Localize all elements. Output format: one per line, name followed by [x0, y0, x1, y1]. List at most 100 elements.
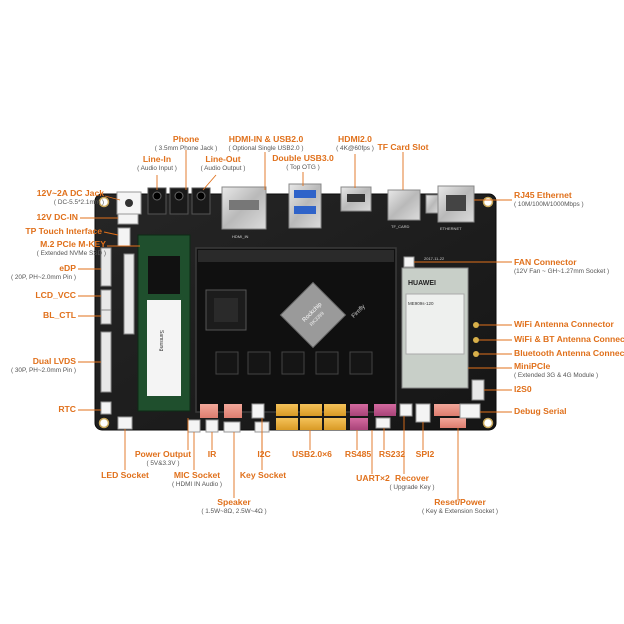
- i2s0-header: [471, 379, 485, 401]
- rs485-socket: [350, 404, 368, 416]
- label-debug: Debug Serial: [514, 406, 614, 417]
- minipcie-shield: [405, 293, 465, 355]
- i2c-socket: [251, 403, 265, 419]
- led-socket: [117, 416, 133, 430]
- bl-ctl-jumper: [100, 309, 112, 325]
- label-usb2-title: USB2.0×6: [292, 449, 332, 459]
- label-minipcie: MiniPCIe ( Extended 3G & 4G Module ): [514, 361, 622, 379]
- rtc-socket: [100, 401, 112, 415]
- label-hdmi2-title: HDMI2.0: [338, 134, 372, 144]
- label-fan-title: FAN Connector: [514, 257, 577, 267]
- dual-lvds-header: [100, 331, 112, 393]
- usb2-socket-2: [300, 404, 322, 416]
- line-out-hole: [196, 191, 206, 201]
- label-hdmi2-sub: ( 4K@60fps ): [336, 144, 374, 152]
- label-fan-sub: (12V Fan ~ GH~1.27mm Socket ): [514, 267, 610, 275]
- usb2-socket-1: [276, 404, 298, 416]
- tp-touch-header: [117, 227, 131, 247]
- label-dc-jack-sub: ( DC-5.5*2.1mm ): [53, 198, 104, 206]
- leader-tp-touch: [103, 231, 119, 236]
- label-uart-title: UART×2: [356, 473, 390, 483]
- ir-socket: [205, 419, 219, 433]
- phone-hole: [174, 191, 184, 201]
- label-dc-jack-title: 12V~2A DC Jack: [36, 188, 104, 198]
- label-led: LED Socket: [92, 470, 158, 481]
- label-power-output-sub: ( 5V&3.3V ): [146, 459, 180, 467]
- edp-header: [100, 247, 112, 287]
- label-led-title: LED Socket: [101, 470, 149, 480]
- label-tf-card: TF Card Slot: [372, 142, 434, 153]
- line-out-jack: [191, 187, 211, 215]
- bt-antenna-connector: [473, 351, 479, 357]
- ssd-brand-text: Samsung: [158, 330, 164, 351]
- label-key: Key Socket: [234, 470, 292, 481]
- pmic-inner: [214, 298, 238, 322]
- label-rj45-sub: ( 10M/100M/1000Mbps ): [514, 200, 584, 208]
- label-bl-ctl-title: BL_CTL: [43, 310, 76, 320]
- label-recover-sub: ( Upgrade Key ): [389, 483, 435, 491]
- label-debug-title: Debug Serial: [514, 406, 567, 416]
- label-phone: Phone ( 3.5mm Phone Jack ): [146, 134, 226, 152]
- label-i2s0: I2S0: [514, 384, 594, 395]
- label-phone-title: Phone: [172, 134, 200, 144]
- phone-jack: [169, 187, 189, 215]
- lcd-vcc-jumper: [100, 289, 112, 311]
- power-output-socket-2: [224, 404, 242, 418]
- label-lvds-title: Dual LVDS: [32, 356, 76, 366]
- emmc-chip: [215, 351, 239, 375]
- silk-date: 2017-11-22: [424, 256, 445, 261]
- usb2-socket-4: [276, 418, 298, 430]
- label-line-in-sub: ( Audio Input ): [137, 164, 177, 172]
- label-tf-card-title: TF Card Slot: [377, 142, 429, 152]
- label-recover-title: Recover: [395, 473, 429, 483]
- label-lvds: Dual LVDS ( 30P, PH~2.0mm Pin ): [2, 356, 76, 374]
- reset-power-socket: [434, 404, 460, 416]
- dc-jack-pin: [125, 199, 133, 207]
- label-spi2-title: SPI2: [415, 449, 435, 459]
- ssd-label: [147, 300, 181, 396]
- label-wifi-ant: WiFi Antenna Connector: [514, 319, 622, 330]
- label-line-in-title: Line-In: [142, 154, 172, 164]
- core-top-connector: [198, 250, 394, 262]
- silk-ethernet: ETHERNET: [440, 226, 462, 231]
- leader-line-out: [202, 174, 217, 191]
- silk-hdmi-in: HDMI_IN: [232, 234, 249, 239]
- label-double-usb3-sub: ( Top OTG ): [286, 163, 320, 171]
- label-mic: MIC Socket ( HDMI IN Audio ): [166, 470, 228, 488]
- label-reset-power: Reset/Power ( Key & Extension Socket ): [414, 497, 506, 515]
- reset-power-socket-2: [440, 418, 466, 428]
- label-speaker: Speaker ( 1.5W~8Ω, 2.5W~4Ω ): [194, 497, 274, 515]
- label-rs232: RS232: [374, 449, 410, 460]
- mount-hole: [482, 196, 494, 208]
- label-wifi-ant-title: WiFi Antenna Connector: [514, 319, 614, 329]
- label-rj45: RJ45 Ethernet ( 10M/100M/1000Mbps ): [514, 190, 622, 208]
- label-power-output-title: Power Output: [134, 449, 192, 459]
- label-lvds-sub: ( 30P, PH~2.0mm Pin ): [10, 366, 76, 374]
- label-hdmi-in: HDMI-IN & USB2.0 ( Optional Single USB2.…: [220, 134, 312, 152]
- label-ir-title: IR: [207, 449, 217, 459]
- debug-serial-header: [459, 403, 481, 419]
- hdmi-in-usb-slot: [229, 200, 259, 210]
- label-minipcie-sub: ( Extended 3G & 4G Module ): [514, 371, 599, 379]
- label-bl-ctl: BL_CTL: [2, 310, 76, 321]
- ssd-chip-1: [148, 256, 180, 294]
- mount-hole: [98, 417, 110, 429]
- label-mic-title: MIC Socket: [173, 470, 221, 480]
- mount-hole: [482, 417, 494, 429]
- label-double-usb3-title: Double USB3.0: [272, 153, 334, 163]
- label-rs232-title: RS232: [378, 449, 406, 459]
- label-tp-touch: TP Touch Interface: [2, 226, 102, 237]
- label-m2-sub: ( Extended NVMe SSD ): [36, 249, 106, 257]
- ram-chip-3: [315, 351, 339, 375]
- hdmi2-slot: [347, 194, 365, 202]
- label-hdmi-in-sub: ( Optional Single USB2.0 ): [228, 144, 304, 152]
- leader-dc-jack: [104, 195, 121, 201]
- recover-key: [399, 403, 413, 417]
- label-lcd-vcc: LCD_VCC: [2, 290, 76, 301]
- label-hdmi2: HDMI2.0 ( 4K@60fps ): [324, 134, 386, 152]
- label-mic-sub: ( HDMI IN Audio ): [171, 480, 223, 488]
- label-minipcie-title: MiniPCIe: [514, 361, 551, 371]
- wifi-bt-antenna-connector: [473, 337, 479, 343]
- rs232-socket-2: [375, 417, 391, 429]
- label-key-title: Key Socket: [239, 470, 287, 480]
